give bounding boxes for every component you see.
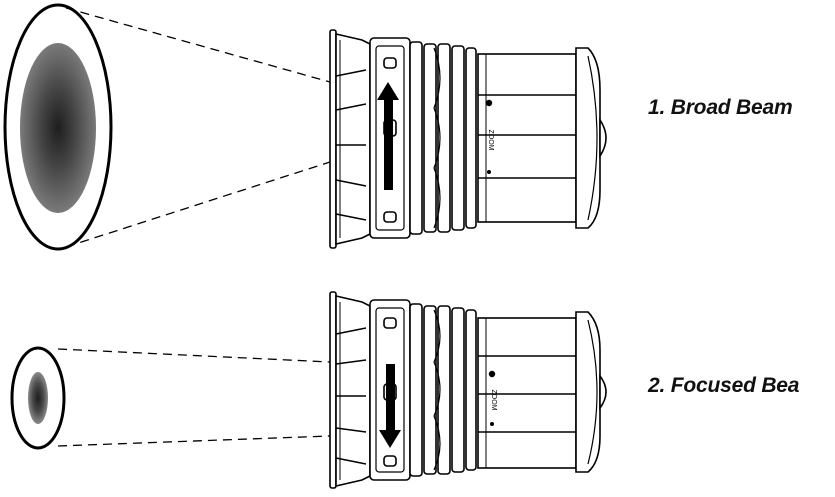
flashlight-body [477,53,577,223]
flashlight-body-focused [477,317,577,469]
ring-slot-top [383,57,397,69]
arrow-down-head [379,430,401,448]
broad-beam-line-bottom [65,161,331,248]
focused-beam-panel: ZOOM [10,291,607,489]
zoom-dot-bottom-focused [490,422,494,426]
broad-beam-spot [20,43,96,213]
focused-beam-line-bottom [57,435,331,447]
zoom-dot-top [485,99,493,107]
focused-beam-line-top [57,348,331,363]
ring-slot-bottom [383,211,397,223]
bezel-front [329,29,337,249]
flashlight-broad [329,29,607,249]
arrow-up-shaft [384,96,393,190]
arrow-down-shaft [386,364,395,434]
flashlight-focused [329,291,607,489]
arrow-up-head [377,82,399,100]
bezel-reflector [335,32,371,246]
zoom-mark-focused: ZOOM [490,390,497,411]
focused-beam-label: 2. Focused Bea [648,374,800,397]
zoom-dot-top-focused [488,370,496,378]
zoom-dot-bottom [487,170,491,174]
tail-button [599,117,607,159]
broad-beam-label: 1. Broad Beam [648,96,793,119]
broad-beam-panel: ZOOM [3,3,607,251]
broad-beam-line-top [65,7,331,83]
focused-beam-spot [28,372,48,424]
tail-button-focused [599,373,607,411]
zoom-mark-broad: ZOOM [487,130,494,151]
